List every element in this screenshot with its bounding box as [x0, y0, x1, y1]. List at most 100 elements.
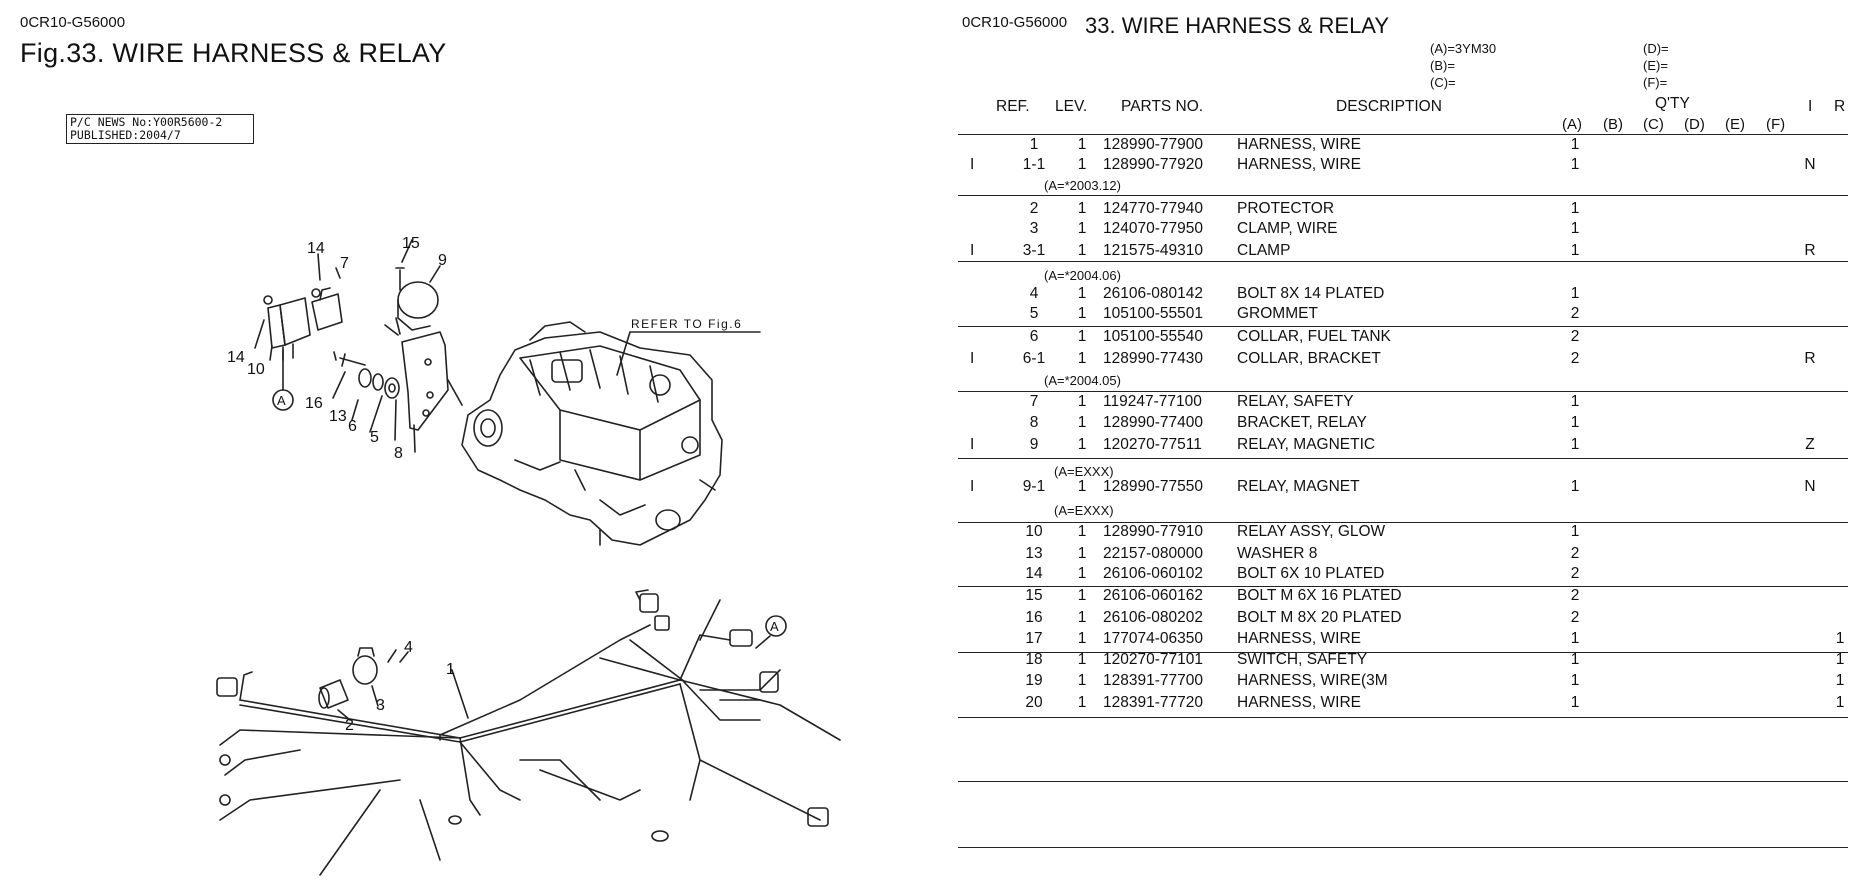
cell-qty: 1 [1570, 672, 1580, 689]
clamp-3-drawing [352, 647, 397, 685]
group-rule [958, 586, 1848, 588]
model-c: (C)= [1430, 75, 1456, 90]
header-description: DESCRIPTION [1336, 98, 1442, 115]
cell-parts: 120270-77511 [1103, 436, 1202, 453]
group-rule [958, 195, 1848, 197]
cell-lev: 1 [1077, 200, 1087, 217]
cell-i: I [970, 478, 975, 495]
cell-qty: 2 [1570, 350, 1580, 367]
model-f: (F)= [1643, 75, 1668, 90]
cell-lev: 1 [1077, 478, 1087, 495]
cell-desc: WASHER 8 [1237, 545, 1318, 562]
cell-qty: 2 [1570, 305, 1580, 322]
cell-desc: COLLAR, FUEL TANK [1237, 328, 1391, 345]
change-note: (A=*2003.12) [1044, 178, 1121, 193]
group-rule [958, 781, 1848, 783]
pc-news-box: P/C NEWS No:Y00R5600-2 PUBLISHED:2004/7 [66, 114, 254, 144]
cell-desc: COLLAR, BRACKET [1237, 350, 1381, 367]
cell-lev: 1 [1077, 156, 1087, 173]
cell-parts: 26106-080202 [1103, 609, 1203, 626]
figure-title: Fig.33. WIRE HARNESS & RELAY [20, 38, 447, 68]
cell-i: I [970, 242, 975, 259]
cell-qty: 1 [1570, 156, 1580, 173]
model-e: (E)= [1643, 58, 1668, 73]
cell-lev: 1 [1077, 220, 1087, 237]
cell-desc: SWITCH, SAFETY [1237, 651, 1368, 668]
cell-desc: BOLT M 8X 20 PLATED [1237, 609, 1402, 626]
callout-14a: 14 [307, 240, 325, 257]
cell-r: R [1804, 242, 1816, 259]
cell-desc: HARNESS, WIRE [1237, 630, 1362, 647]
callout-a-upper: A [277, 393, 286, 408]
cell-qty: 1 [1570, 285, 1580, 302]
cell-desc: BOLT M 6X 16 PLATED [1237, 587, 1402, 604]
cell-desc: HARNESS, WIRE(3M [1237, 672, 1388, 689]
cell-ref: 2 [1029, 200, 1039, 217]
protector-2-drawing [318, 679, 349, 709]
callout-15: 15 [402, 235, 420, 252]
cell-rr: 1 [1835, 630, 1845, 647]
cell-lev: 1 [1077, 393, 1087, 410]
cell-qty: 1 [1570, 414, 1580, 431]
callout-a-lower: A [770, 619, 779, 634]
model-list-def: (D)= (E)= (F)= [1643, 40, 1669, 91]
cell-lev: 1 [1077, 565, 1087, 582]
news-number: P/C NEWS No:Y00R5600-2 [70, 115, 223, 129]
exploded-diagram: 14 7 15 9 14 10 A 16 13 6 5 8 1 4 2 3 A … [216, 235, 841, 876]
group-rule [958, 652, 1848, 654]
callout-16: 16 [305, 395, 323, 412]
cell-desc: CLAMP, WIRE [1237, 220, 1338, 237]
cell-parts: 105100-55501 [1103, 305, 1203, 322]
header-qty-e: (E) [1725, 116, 1745, 133]
cell-parts: 26106-060102 [1103, 565, 1203, 582]
change-note: (A=EXXX) [1054, 503, 1114, 518]
cell-r: N [1804, 478, 1816, 495]
cell-lev: 1 [1077, 672, 1087, 689]
group-rule [958, 458, 1848, 460]
callout-7: 7 [340, 255, 349, 272]
change-note: (A=*2004.06) [1044, 268, 1121, 283]
cell-parts: 121575-49310 [1103, 242, 1203, 259]
callout-2: 2 [345, 717, 354, 734]
cell-lev: 1 [1077, 587, 1087, 604]
cell-ref: 5 [1029, 305, 1039, 322]
cell-qty: 2 [1570, 545, 1580, 562]
cell-qty: 1 [1570, 694, 1580, 711]
cell-desc: HARNESS, WIRE [1237, 136, 1362, 153]
relay-bracket-drawing [401, 331, 463, 431]
cell-desc: HARNESS, WIRE [1237, 694, 1362, 711]
cell-ref: 6 [1029, 328, 1039, 345]
group-rule [958, 391, 1848, 393]
cell-ref: 14 [1025, 565, 1043, 582]
cell-qty: 2 [1570, 609, 1580, 626]
cell-desc: BOLT 6X 10 PLATED [1237, 565, 1385, 582]
model-d: (D)= [1643, 41, 1669, 56]
relay-magnetic-9-drawing [384, 267, 439, 336]
model-a: (A)=3YM30 [1430, 41, 1497, 56]
header-ref: REF. [996, 98, 1030, 115]
cell-ref: 9 [1029, 436, 1039, 453]
news-published: PUBLISHED:2004/7 [70, 128, 181, 142]
cell-ref: 3-1 [1022, 242, 1046, 259]
cell-lev: 1 [1077, 630, 1087, 647]
group-rule [958, 522, 1848, 524]
header-qty-b: (B) [1603, 116, 1623, 133]
cell-ref: 6-1 [1022, 350, 1046, 367]
header-parts-no: PARTS NO. [1121, 98, 1204, 115]
callout-4: 4 [404, 639, 413, 656]
cell-parts: 120270-77101 [1103, 651, 1203, 668]
cell-r: R [1804, 350, 1816, 367]
group-rule [958, 326, 1848, 328]
cell-qty: 2 [1570, 328, 1580, 345]
cell-qty: 1 [1570, 242, 1580, 259]
cell-qty: 2 [1570, 565, 1580, 582]
cell-parts: 26106-060162 [1103, 587, 1203, 604]
cell-lev: 1 [1077, 242, 1087, 259]
cell-desc: CLAMP [1237, 242, 1291, 259]
cell-qty: 1 [1570, 200, 1580, 217]
cell-parts: 26106-080142 [1103, 285, 1203, 302]
header-r: R [1834, 98, 1846, 115]
cell-parts: 128391-77700 [1103, 672, 1203, 689]
header-qty-a: (A) [1562, 116, 1582, 133]
cell-parts: 177074-06350 [1103, 630, 1203, 647]
